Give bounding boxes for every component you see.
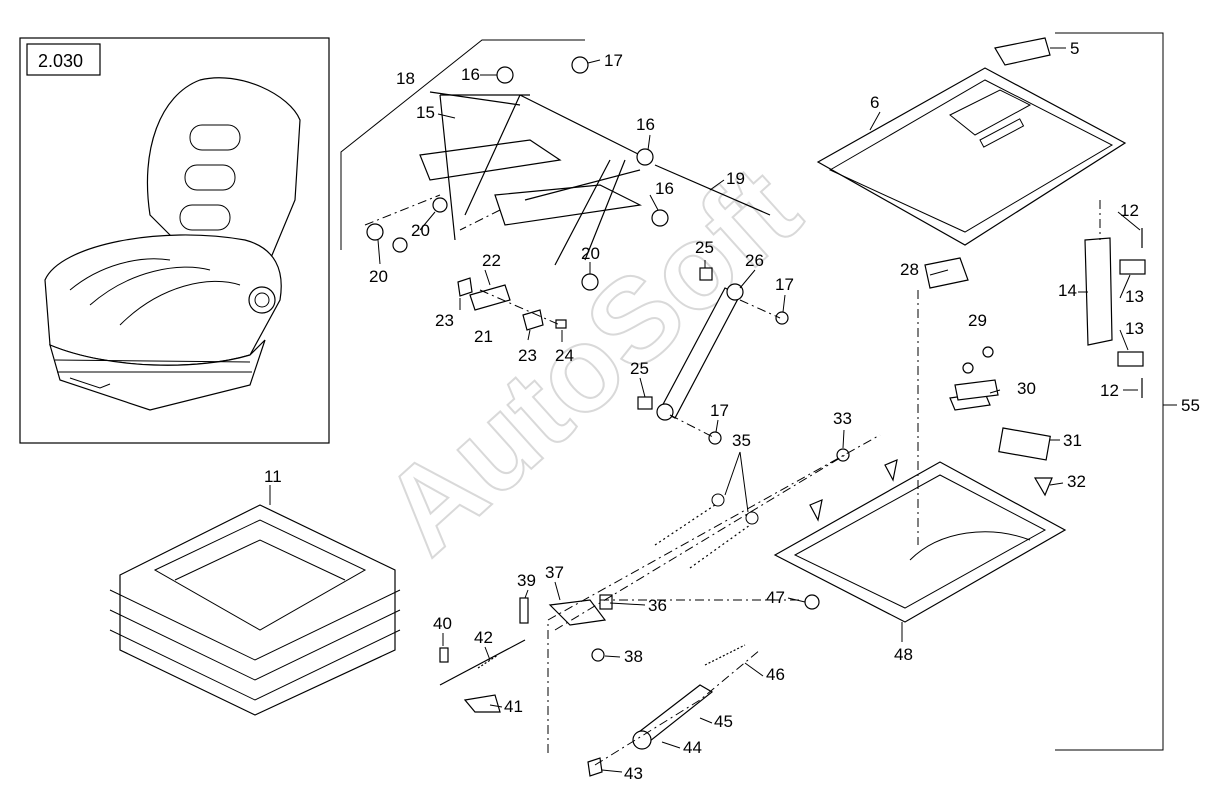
callout-35: 35 — [732, 431, 751, 450]
callout-26: 26 — [745, 251, 764, 270]
callout-20b: 20 — [369, 267, 388, 286]
upper-seat-plate — [816, 37, 1127, 246]
callout-39: 39 — [517, 571, 536, 590]
assembled-seat-illustration — [44, 77, 301, 411]
callout-38: 38 — [624, 647, 643, 666]
leader-lines — [269, 32, 1177, 751]
callout-40: 40 — [433, 614, 452, 633]
callout-13a: 13 — [1125, 287, 1144, 306]
callout-21: 21 — [474, 327, 493, 346]
callout-18: 18 — [396, 69, 415, 88]
callout-37: 37 — [545, 563, 564, 582]
reference-code: 2.030 — [38, 51, 83, 71]
callout-25b: 25 — [630, 359, 649, 378]
callout-33: 33 — [833, 409, 852, 428]
lower-frame — [773, 392, 1067, 623]
callout-29: 29 — [968, 311, 987, 330]
callout-15: 15 — [416, 103, 435, 122]
adjuster-mechanism — [439, 434, 881, 777]
scissor-linkage — [364, 56, 771, 291]
callout-16c: 16 — [655, 179, 674, 198]
side-strap-parts — [917, 200, 1146, 545]
callout-12a: 12 — [1120, 201, 1139, 220]
callout-28: 28 — [900, 260, 919, 279]
callout-36: 36 — [648, 596, 667, 615]
callout-42: 42 — [474, 628, 493, 647]
callout-13b: 13 — [1125, 319, 1144, 338]
callout-labels: 5 6 11 12 12 13 13 14 15 16 16 16 17 17 … — [264, 39, 1200, 783]
callout-5: 5 — [1070, 39, 1079, 58]
bracket-parts — [457, 277, 567, 331]
callout-24: 24 — [555, 346, 574, 365]
callout-45: 45 — [714, 712, 733, 731]
callout-22: 22 — [482, 251, 501, 270]
callout-20c: 20 — [581, 244, 600, 263]
callout-23a: 23 — [435, 311, 454, 330]
callout-32: 32 — [1067, 472, 1086, 491]
callout-17a: 17 — [604, 51, 623, 70]
callout-48: 48 — [894, 645, 913, 664]
callout-55: 55 — [1181, 396, 1200, 415]
callout-11: 11 — [264, 467, 282, 486]
callout-16a: 16 — [461, 65, 480, 84]
callout-23b: 23 — [518, 346, 537, 365]
callout-17b: 17 — [775, 275, 794, 294]
callout-20a: 20 — [411, 221, 430, 240]
tension-springs — [654, 493, 759, 569]
callout-31: 31 — [1063, 431, 1082, 450]
callout-41: 41 — [504, 697, 523, 716]
callout-25a: 25 — [695, 238, 714, 257]
callout-16b: 16 — [636, 115, 655, 134]
callout-17c: 17 — [710, 401, 729, 420]
callout-leaders — [377, 59, 1141, 773]
bellows-seat-base — [109, 504, 401, 716]
callout-44: 44 — [683, 738, 702, 757]
callout-6: 6 — [870, 93, 879, 112]
callout-19: 19 — [726, 169, 745, 188]
gas-spring — [637, 267, 789, 445]
callout-30: 30 — [1017, 379, 1036, 398]
callout-46: 46 — [766, 665, 785, 684]
callout-43: 43 — [624, 764, 643, 783]
assembled-seat-inset: 2.030 — [19, 37, 330, 444]
callout-14: 14 — [1058, 281, 1077, 300]
callout-12b: 12 — [1100, 381, 1119, 400]
callout-47: 47 — [766, 588, 785, 607]
